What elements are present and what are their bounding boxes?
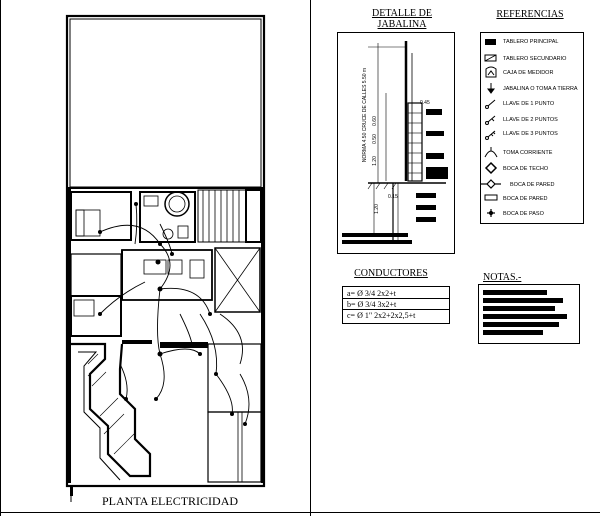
outlet-icon <box>484 147 498 158</box>
detail-dim-4: 1.20 <box>371 156 378 166</box>
references-table <box>480 32 584 224</box>
ref-label-meter-box: CAJA DE MEDIDOR <box>503 70 554 76</box>
meter-box-icon <box>485 66 497 78</box>
sheet-bottom-line <box>0 512 600 513</box>
plan-caption: PLANTA ELECTRICIDAD <box>102 494 239 508</box>
conductor-row-a: a= Ø 3/4 2x2+t <box>343 288 449 299</box>
notes-line <box>483 322 559 327</box>
detail-title: DETALLE DE JABALINA <box>362 8 442 30</box>
ref-label-secondary-panel: TABLERO SECUNDARIO <box>503 56 567 62</box>
notes-line <box>483 298 563 303</box>
conductors-table: a= Ø 3/4 2x2+t b= Ø 3/4 3x2+t c= Ø 1" 2x… <box>342 286 450 324</box>
detail-box <box>337 32 455 254</box>
detail-vertical-label: NORMA 4.50 CRUCE DE CALLES 5.50 m <box>362 67 368 163</box>
detail-dim-3: 0.50 <box>371 134 378 144</box>
ground-rod-detail <box>342 41 448 244</box>
detail-title-line1: DETALLE DE <box>371 8 432 19</box>
ref-label-switch-2: LLAVE DE 2 PUNTOS <box>503 117 558 123</box>
main-panel-icon <box>485 39 496 45</box>
detail-title-line2: JABALINA <box>377 19 427 30</box>
notes-line <box>483 306 555 311</box>
conductor-row-c: c= Ø 1" 2x2+2x2,5+t <box>347 311 416 320</box>
switch-3-icon <box>485 130 496 140</box>
detail-dim-1: 0.45 <box>420 100 430 106</box>
floor-plan <box>65 14 266 502</box>
switch-1-icon <box>485 99 496 109</box>
detail-dim-6: 1.20 <box>373 204 380 214</box>
conductors-title: CONDUCTORES <box>354 268 428 279</box>
notes-title: NOTAS.- <box>483 272 522 283</box>
ref-label-ground-rod: JABALINA O TOMA A TIERRA <box>503 86 578 92</box>
ref-label-switch-1: LLAVE DE 1 PUNTO <box>503 101 555 107</box>
detail-dim-2: 0.60 <box>371 116 378 126</box>
conductor-row-b: b= Ø 3/4 3x2+t <box>343 299 449 310</box>
wall-outlet-icon <box>481 179 501 189</box>
junction-box-icon <box>487 209 495 217</box>
ground-rod-icon <box>487 83 495 94</box>
ref-label-ceiling-outlet: BOCA DE TECHO <box>503 166 549 172</box>
reference-icons <box>481 39 501 217</box>
wall-box-icon <box>484 194 498 201</box>
references-title: REFERENCIAS <box>496 9 564 20</box>
detail-dim-5: 0.15 <box>388 194 398 200</box>
ref-label-main-panel: TABLERO PRINCIPAL <box>503 39 559 45</box>
notes-box <box>478 284 580 344</box>
notes-line <box>483 314 567 319</box>
ref-label-junction-box: BOCA DE PASO <box>503 211 544 217</box>
switch-2-icon <box>485 115 496 125</box>
ref-label-outlet: TOMA CORRIENTE <box>503 150 553 156</box>
notes-line <box>483 330 543 335</box>
sheet-border-left <box>0 0 1 516</box>
secondary-panel-icon <box>484 54 497 62</box>
ref-label-wall-box: BOCA DE PARED <box>503 196 548 202</box>
ref-label-switch-3: LLAVE DE 3 PUNTOS <box>503 131 558 137</box>
sheet-divider <box>310 0 311 516</box>
notes-line <box>483 290 547 295</box>
ref-label-wall-outlet: BOCA DE PARED <box>510 182 555 188</box>
ceiling-outlet-icon <box>484 161 498 175</box>
